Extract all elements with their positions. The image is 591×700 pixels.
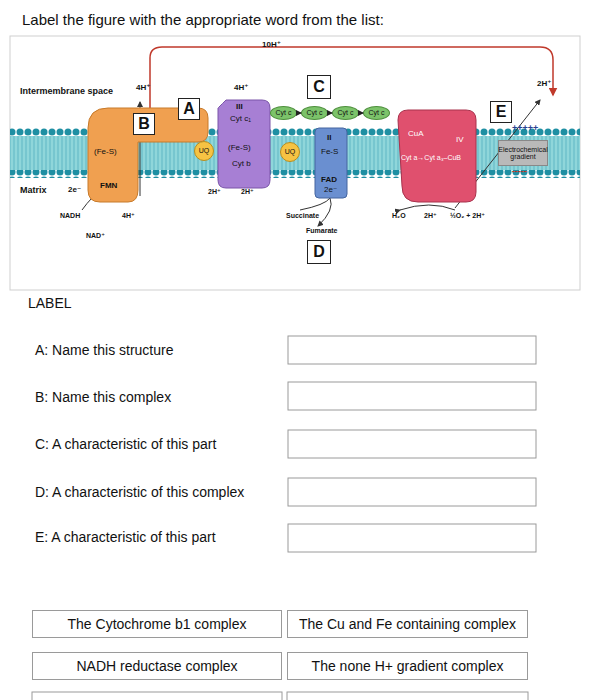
node-text: Cyt c xyxy=(369,109,385,116)
diagram-label: ½O₂ + 2H⁺ xyxy=(450,212,485,220)
gradient-box: Electrochemical gradient xyxy=(498,140,548,166)
node-text: II xyxy=(327,134,331,143)
choice-box: The Cu and Fe containing complex xyxy=(287,610,528,638)
choice-box xyxy=(32,692,282,700)
complex-outline xyxy=(218,100,270,188)
callout-box: D xyxy=(307,240,331,264)
diagram-label: 10H⁺ xyxy=(262,41,281,50)
answer-field xyxy=(288,430,536,458)
answer-field xyxy=(288,478,536,506)
connector-arrow xyxy=(359,113,363,114)
diagram-label: Intermembrane space xyxy=(20,87,116,97)
node-text: B xyxy=(138,116,150,133)
node-text: The none H+ gradient complex xyxy=(312,659,504,674)
answer-field xyxy=(288,382,536,410)
diagram-label: Succinate xyxy=(286,212,319,220)
node-text: Cyt b xyxy=(232,160,251,169)
diagram-label: Fumarate xyxy=(306,227,338,235)
complex-ii-shape: II Fe-S FAD2e⁻ xyxy=(315,128,347,198)
diagram-label: 2H⁺ xyxy=(537,80,551,89)
node-text: UQ xyxy=(285,148,296,155)
diagram-label: 4H⁺ xyxy=(136,84,150,93)
diagram-label: 2e⁻ xyxy=(68,186,81,195)
complex-outline xyxy=(88,108,208,202)
connector-arrow xyxy=(328,113,332,114)
cytochrome-c-oval: Cyt c xyxy=(301,106,328,120)
diagram-label: NAD⁺ xyxy=(86,232,105,240)
node-text: FAD xyxy=(321,176,337,185)
diagram-label: NADH xyxy=(60,212,80,220)
connector-arrow xyxy=(297,113,301,114)
complex-outline xyxy=(315,128,347,198)
question-text: C: A characteristic of this part xyxy=(35,437,216,452)
node-text: 2e⁻ xyxy=(324,186,337,195)
cytochrome-c-oval: Cyt c xyxy=(332,106,359,120)
choice-box: The Cytochrome b1 complex xyxy=(32,610,282,638)
node-text: III xyxy=(236,103,243,112)
callout-box: E xyxy=(490,101,512,123)
callout-box: A xyxy=(178,98,200,120)
question-text: B: Name this complex xyxy=(35,390,171,405)
answer-field xyxy=(288,336,536,364)
node-text: (Fe-S) xyxy=(94,148,117,157)
node-text: FMN xyxy=(100,182,117,191)
node-text: NADH reductase complex xyxy=(76,659,237,674)
section-heading: LABEL xyxy=(28,296,72,311)
node-text: D xyxy=(313,244,325,261)
ubiquinone-circle: UQ xyxy=(280,142,300,162)
question-text: E: A characteristic of this part xyxy=(35,530,216,545)
diagram-label: Matrix xyxy=(20,186,47,196)
node-text: Cyt a→Cyt a₃–CuB xyxy=(401,154,461,162)
figure-frame xyxy=(10,36,580,290)
diagram-label: 4H⁺ xyxy=(234,84,248,93)
oxygen-arrow xyxy=(400,205,455,210)
answer-field xyxy=(288,524,536,552)
complex-iii-shape: III Cyt c₁ (Fe-S) Cyt b xyxy=(218,100,270,188)
node-text: C xyxy=(313,79,325,96)
cytochrome-c-oval: Cyt c xyxy=(363,106,390,120)
node-text: The Cu and Fe containing complex xyxy=(299,617,516,632)
node-text: Electrochemical gradient xyxy=(498,146,547,161)
node-text: A xyxy=(183,101,195,118)
callout-box: C xyxy=(307,75,331,99)
proton-pump-arc xyxy=(150,47,553,108)
choice-box xyxy=(287,692,528,700)
diagram-label: +++++ xyxy=(512,124,538,134)
complex-outline xyxy=(398,110,476,202)
node-text: UQ xyxy=(199,147,210,154)
diagram-label: ----- xyxy=(512,167,527,177)
diagram-label: 4H⁺ xyxy=(122,212,135,220)
diagram-label: H₂O xyxy=(392,212,406,220)
node-text: E xyxy=(496,104,507,121)
ubiquinone-circle: UQ xyxy=(194,141,214,161)
question-text: D: A characteristic of this complex xyxy=(35,485,244,500)
choice-box: NADH reductase complex xyxy=(32,652,282,680)
choice-box: The none H+ gradient complex xyxy=(287,652,528,680)
diagram-label: 2H⁺ xyxy=(208,188,221,196)
node-text: Fe-S xyxy=(321,148,338,157)
node-text: Cyt c xyxy=(338,109,354,116)
node-text: Cyt c xyxy=(276,109,292,116)
node-text: The Cytochrome b1 complex xyxy=(68,617,247,632)
diagram-label: 2H⁺ xyxy=(424,212,437,220)
node-text: Cyt c₁ xyxy=(230,115,251,124)
complex-iv-shape: CuA IV Cyt a→Cyt a₃–CuB xyxy=(398,110,476,202)
question-text: A: Name this structure xyxy=(35,343,174,358)
diagram-label: 2H⁺ xyxy=(241,188,254,196)
node-text: IV xyxy=(456,136,464,145)
page-title: Label the figure with the appropriate wo… xyxy=(22,12,384,29)
node-text: Cyt c xyxy=(307,109,323,116)
cytochrome-c-oval: Cyt c xyxy=(270,106,297,120)
node-text: (Fe-S) xyxy=(228,144,251,153)
callout-box: B xyxy=(133,113,155,135)
node-text: CuA xyxy=(408,130,424,139)
